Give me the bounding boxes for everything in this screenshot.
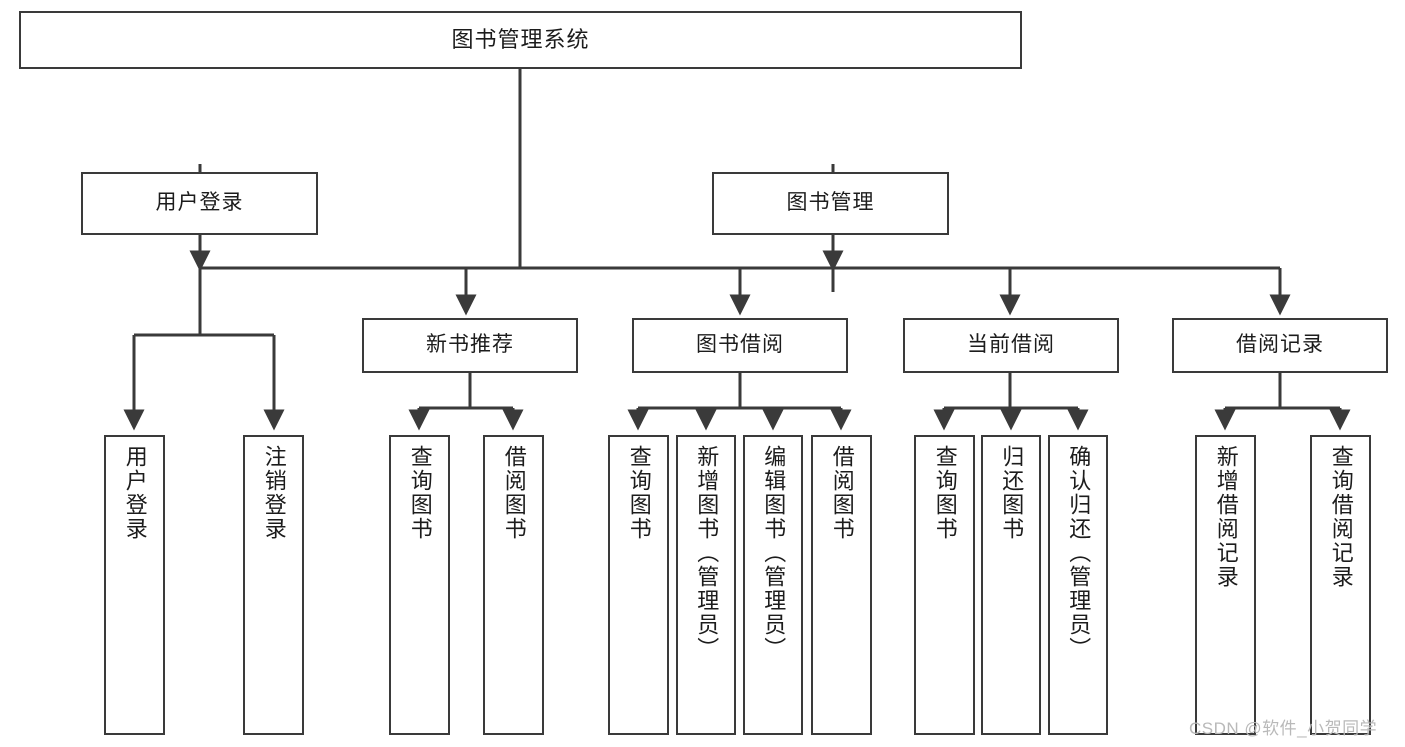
leaf-confirm-return[interactable]: 确认归还（管理员）: [1048, 435, 1108, 735]
leaf-query-book-3-label: 查询图书: [932, 445, 958, 541]
leaf-query-book-1[interactable]: 查询图书: [389, 435, 450, 735]
node-user-login-label: 用户登录: [155, 191, 244, 215]
node-book-manage[interactable]: 图书管理: [712, 172, 949, 235]
leaf-edit-book[interactable]: 编辑图书（管理员）: [743, 435, 803, 735]
leaf-add-record[interactable]: 新增借阅记录: [1195, 435, 1256, 735]
leaf-query-book-2-label: 查询图书: [626, 445, 652, 541]
node-new-book-recommend-label: 新书推荐: [426, 333, 514, 357]
leaf-borrow-book-1[interactable]: 借阅图书: [483, 435, 544, 735]
leaf-confirm-return-label: 确认归还（管理员）: [1066, 445, 1092, 661]
leaf-borrow-book-1-label: 借阅图书: [501, 445, 527, 541]
leaf-query-record[interactable]: 查询借阅记录: [1310, 435, 1371, 735]
leaf-return-book[interactable]: 归还图书: [981, 435, 1041, 735]
node-borrow-record-label: 借阅记录: [1236, 333, 1324, 357]
leaf-query-record-label: 查询借阅记录: [1328, 445, 1354, 589]
leaf-user-logout[interactable]: 注销登录: [243, 435, 304, 735]
leaf-query-book-1-label: 查询图书: [407, 445, 433, 541]
leaf-query-book-3[interactable]: 查询图书: [914, 435, 975, 735]
csdn-watermark: CSDN @软件_小贺同学: [1189, 719, 1378, 738]
node-current-borrow-label: 当前借阅: [967, 333, 1055, 357]
leaf-add-record-label: 新增借阅记录: [1213, 445, 1239, 589]
node-book-borrow-label: 图书借阅: [696, 333, 784, 357]
leaf-edit-book-label: 编辑图书（管理员）: [761, 445, 787, 661]
node-root-label: 图书管理系统: [451, 27, 590, 53]
node-root[interactable]: 图书管理系统: [19, 11, 1022, 69]
leaf-query-book-2[interactable]: 查询图书: [608, 435, 669, 735]
leaf-user-login-label: 用户登录: [122, 445, 148, 541]
leaf-user-logout-label: 注销登录: [261, 445, 287, 541]
leaf-return-book-label: 归还图书: [999, 445, 1025, 541]
node-user-login[interactable]: 用户登录: [81, 172, 318, 235]
node-new-book-recommend[interactable]: 新书推荐: [362, 318, 578, 373]
node-current-borrow[interactable]: 当前借阅: [903, 318, 1119, 373]
leaf-borrow-book-2-label: 借阅图书: [829, 445, 855, 541]
leaf-add-book[interactable]: 新增图书（管理员）: [676, 435, 736, 735]
leaf-borrow-book-2[interactable]: 借阅图书: [811, 435, 872, 735]
leaf-add-book-label: 新增图书（管理员）: [694, 445, 720, 661]
leaf-user-login[interactable]: 用户登录: [104, 435, 165, 735]
node-borrow-record[interactable]: 借阅记录: [1172, 318, 1388, 373]
node-book-manage-label: 图书管理: [786, 191, 875, 215]
node-book-borrow[interactable]: 图书借阅: [632, 318, 848, 373]
